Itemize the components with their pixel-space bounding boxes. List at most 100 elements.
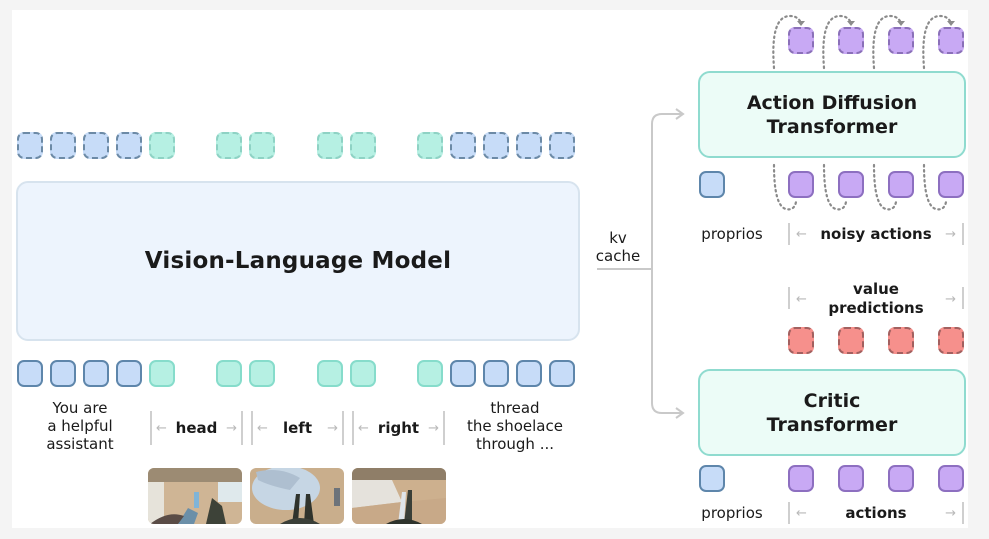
vlm-output-token <box>149 132 175 159</box>
vlm-input-token <box>417 360 443 387</box>
diagram-canvas: Vision-Language Model You are a helpful … <box>12 10 968 528</box>
arrow-head-icon <box>675 108 685 120</box>
denoised-action-token <box>888 27 914 54</box>
kv-cache-line: kv <box>609 229 627 247</box>
vlm-output-token <box>17 132 43 159</box>
vlm-input-token <box>149 360 175 387</box>
loop-arrow-lower <box>822 163 848 211</box>
loop-arrow-lower <box>872 163 898 211</box>
vlm-output-token <box>50 132 76 159</box>
noisy-actions-bracket: ← noisy actions → <box>784 217 968 251</box>
denoising-loop-arrows <box>772 14 955 211</box>
vlm-input-token <box>483 360 509 387</box>
vlm-input-token <box>50 360 76 387</box>
connector-branch <box>651 113 682 414</box>
instruction-line: through ... <box>475 435 554 453</box>
camera-image-right <box>352 468 446 524</box>
arrow-left-icon: ← <box>796 291 807 307</box>
camera-image-left <box>250 468 344 524</box>
arrow-right-icon: → <box>945 226 956 242</box>
arrow-head-icon <box>947 21 955 26</box>
arrow-right-icon: → <box>428 420 439 436</box>
loop-arrow-upper <box>922 14 953 70</box>
adt-title-line: Transformer <box>766 115 898 138</box>
vlm-output-token <box>83 132 109 159</box>
arrow-head-icon <box>897 21 905 26</box>
camera-bracket-right: ← right → <box>352 411 445 445</box>
vlm-input-token <box>450 360 476 387</box>
loop-arrow-lower <box>922 163 948 211</box>
arrow-right-icon: → <box>945 505 956 521</box>
vlm-input-token <box>17 360 43 387</box>
critic-title-line: Transformer <box>766 413 898 436</box>
noisy-actions-label: noisy actions <box>820 225 932 243</box>
arrow-head-icon <box>847 21 855 26</box>
denoised-action-token <box>938 27 964 54</box>
value-prediction-token <box>888 327 914 354</box>
arrow-right-icon: → <box>945 291 956 307</box>
system-prompt-line: You are <box>52 399 108 417</box>
proprio-token <box>699 171 725 198</box>
loop-arrow-upper <box>872 14 903 70</box>
noisy-action-token <box>838 171 864 198</box>
camera-bracket-head: ← head → <box>150 411 243 445</box>
value-predictions-label: value predictions <box>828 280 923 318</box>
vlm-output-token <box>483 132 509 159</box>
value-prediction-token <box>838 327 864 354</box>
bracket-bar <box>788 223 790 245</box>
adt-title-line: Action Diffusion <box>746 91 918 114</box>
proprio-token <box>699 465 725 492</box>
value-predictions-bracket: ← value predictions → <box>784 279 968 319</box>
vlm-input-token <box>350 360 376 387</box>
vlm-input-token <box>116 360 142 387</box>
value-prediction-token <box>938 327 964 354</box>
instruction-line: the shoelace <box>467 417 563 435</box>
system-prompt-label: You are a helpful assistant <box>26 399 134 453</box>
actions-label: actions <box>845 504 907 522</box>
instruction-label: thread the shoelace through ... <box>448 399 582 453</box>
adt-proprio-label: proprios <box>701 225 763 243</box>
noisy-action-token <box>938 171 964 198</box>
vlm-output-token <box>116 132 142 159</box>
arrow-right-icon: → <box>226 420 237 436</box>
loop-arrow-upper <box>822 14 853 70</box>
bracket-bar <box>962 287 964 309</box>
critic-title-line: Critic <box>803 389 861 412</box>
value-label-line: predictions <box>828 299 924 317</box>
vlm-output-token <box>350 132 376 159</box>
denoised-action-token <box>788 27 814 54</box>
kv-cache-line: cache <box>595 247 641 265</box>
noisy-action-token <box>888 171 914 198</box>
system-prompt-line: assistant <box>46 435 114 453</box>
action-token <box>888 465 914 492</box>
bracket-bar <box>962 502 964 524</box>
vlm-input-token <box>249 360 275 387</box>
arrow-head-icon <box>797 21 805 26</box>
system-prompt-line: a helpful <box>47 417 113 435</box>
camera-image-head <box>148 468 242 524</box>
arrow-left-icon: ← <box>358 420 369 436</box>
arrow-left-icon: ← <box>156 420 167 436</box>
value-prediction-token <box>788 327 814 354</box>
vlm-output-token <box>516 132 542 159</box>
vlm-input-token <box>83 360 109 387</box>
bracket-bar <box>962 223 964 245</box>
bracket-bar <box>788 502 790 524</box>
arrow-right-icon: → <box>327 420 338 436</box>
instruction-line: thread <box>490 399 540 417</box>
camera-bracket-left: ← left → <box>251 411 344 445</box>
camera-label-head: head <box>175 419 218 437</box>
arrow-head-icon <box>675 407 685 419</box>
vlm-output-token <box>417 132 443 159</box>
vlm-output-token <box>216 132 242 159</box>
critic-transformer-box: Critic Transformer <box>698 369 966 456</box>
camera-label-right: right <box>377 419 420 437</box>
action-token <box>838 465 864 492</box>
noisy-action-token <box>788 171 814 198</box>
action-diffusion-transformer-box: Action Diffusion Transformer <box>698 71 966 158</box>
vlm-input-token <box>549 360 575 387</box>
loop-arrow-upper <box>772 14 803 70</box>
vlm-output-token <box>450 132 476 159</box>
arrow-left-icon: ← <box>796 505 807 521</box>
vlm-output-token <box>249 132 275 159</box>
